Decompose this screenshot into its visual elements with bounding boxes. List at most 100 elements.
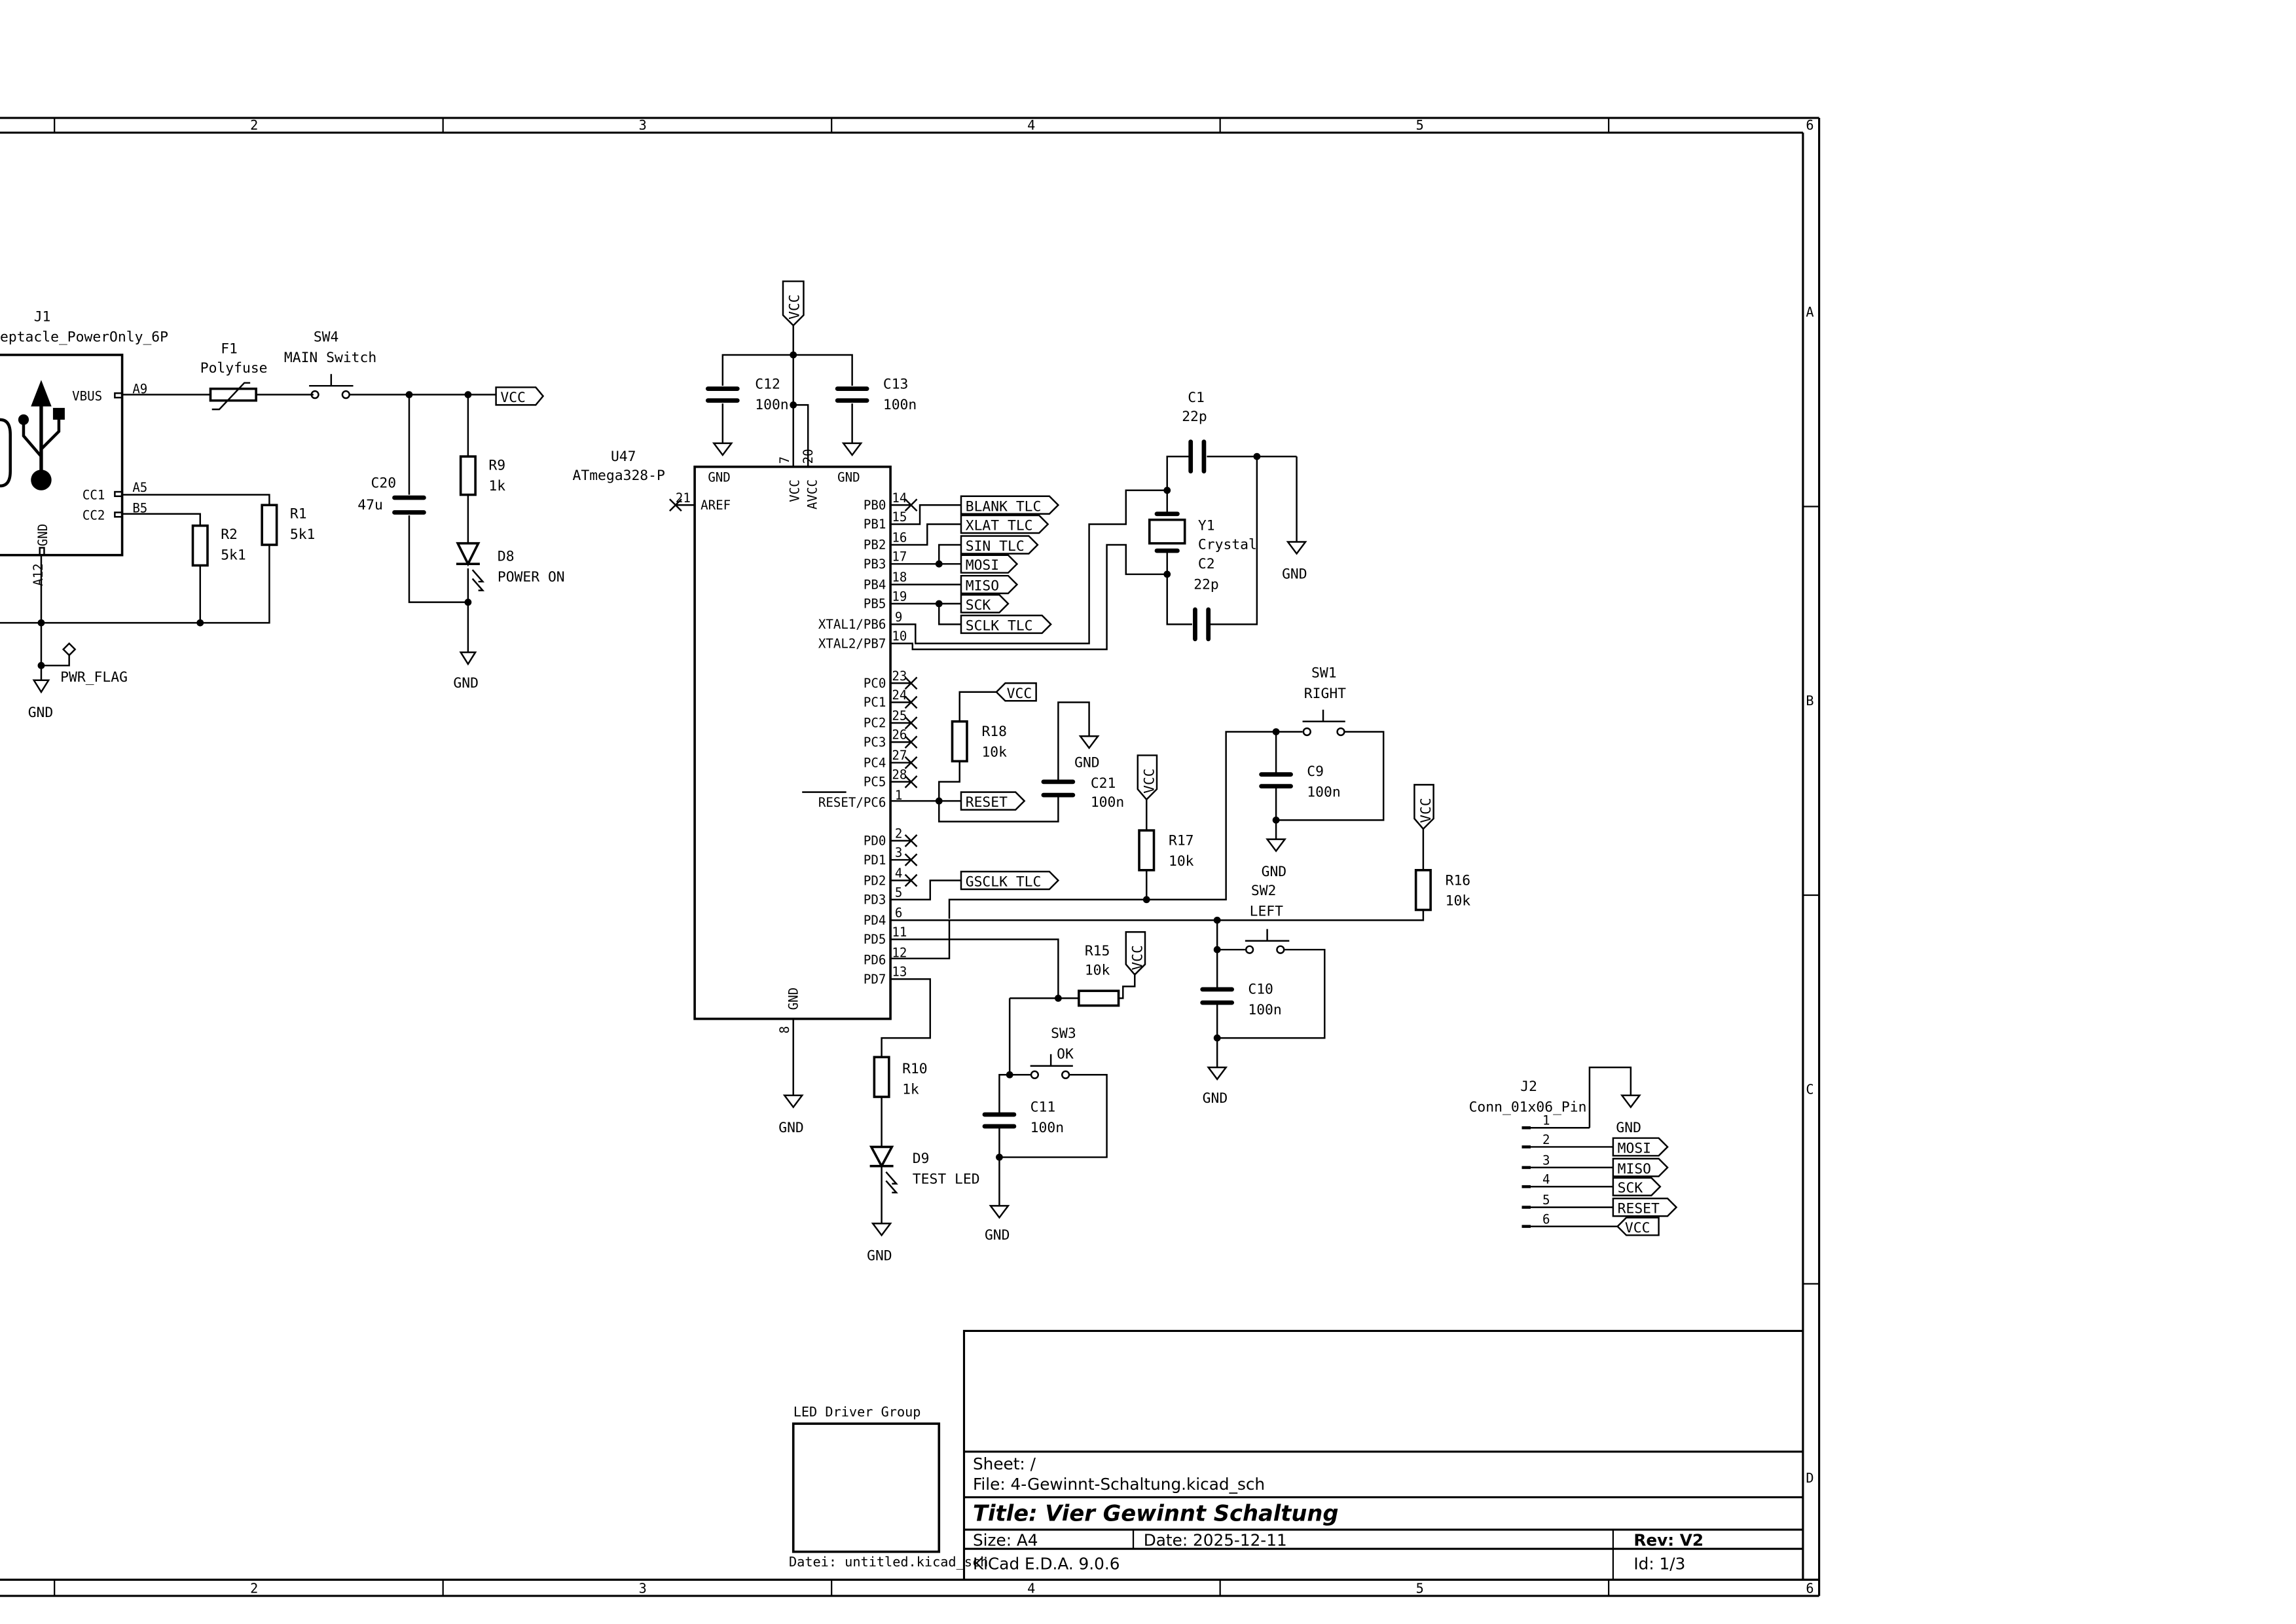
sw1-value: RIGHT	[1304, 686, 1346, 702]
net-label-vcc-j2[interactable]: VCC	[1616, 1217, 1660, 1236]
net-label-vcc-top[interactable]: VCC	[782, 280, 805, 327]
gnd-label: GND	[1262, 864, 1287, 880]
resistor-r17[interactable]: R17 10k	[1138, 829, 1194, 872]
pinnum: 13	[892, 965, 907, 980]
junction	[996, 1153, 1003, 1161]
r2-ref: R2	[221, 526, 238, 543]
net-label-vcc-reset[interactable]: VCC	[995, 682, 1037, 702]
net-label-vcc-r17[interactable]: VCC	[1137, 754, 1158, 801]
resistor-r18[interactable]: R18 10k	[951, 720, 1008, 763]
usb-connector-j1[interactable]: J1 eptacle_PowerOnly_6P VBUS CC1 CC2 GND…	[0, 308, 168, 586]
resistor-r15[interactable]: R15 10k	[1078, 943, 1120, 1007]
d9-value: TEST LED	[913, 1172, 980, 1188]
net-label-sck[interactable]: SCK	[960, 594, 1010, 614]
capacitor-c9[interactable]: C9 100n	[1259, 764, 1341, 800]
mcu-u47[interactable]: U47 ATmega328-P GND GND VCC AVCC 7 20 AR…	[573, 449, 892, 1034]
resistor-r16[interactable]: R16 10k	[1414, 869, 1471, 912]
switch-sw3[interactable]: SW3 OK	[1030, 1025, 1076, 1079]
switch-sw4[interactable]: SW4 MAIN Switch	[284, 329, 376, 399]
net-label-vcc[interactable]: VCC	[495, 386, 545, 406]
u47-pin-gnd-1: GND	[708, 470, 731, 485]
resistor-r10[interactable]: R10 1k	[873, 1056, 928, 1098]
pin-pb2: PB2	[864, 538, 886, 553]
j1-pinnum-b5: B5	[132, 501, 147, 516]
net-label-gsclk-tlc[interactable]: GSCLK_TLC	[960, 870, 1060, 891]
pin-pb1: PB1	[864, 517, 886, 532]
gnd-symbol	[841, 442, 863, 456]
r9-value: 1k	[488, 478, 505, 494]
j1-pinnum-a5: A5	[132, 480, 147, 495]
net-label-reset-j2[interactable]: RESET	[1612, 1197, 1678, 1217]
junction	[464, 391, 472, 399]
capacitor-c10[interactable]: C10 100n	[1200, 982, 1282, 1018]
connector-j2[interactable]: J2 Conn_01x06_Pin 1 2 3 4 5 6	[1469, 1066, 1632, 1228]
capacitor-c11[interactable]: C11 100n	[982, 1099, 1064, 1136]
net-label-sclk-tlc[interactable]: SCLK_TLC	[960, 614, 1052, 634]
switch-sw2[interactable]: SW2 LEFT	[1245, 883, 1290, 954]
title-block-date: Date: 2025-12-11	[1144, 1531, 1287, 1550]
net-label-miso[interactable]: MISO	[960, 574, 1019, 595]
hierarchical-sheet-led-driver[interactable]: LED Driver Group Datei: untitled.kicad_s…	[789, 1404, 988, 1570]
gnd-symbol	[989, 1205, 1010, 1219]
u47-right-pins: PB0 PB1 PB2 PB3 PB4 PB5 XTAL1/PB6 XTAL2/…	[802, 490, 907, 987]
polyfuse-f1[interactable]: F1 Polyfuse	[200, 341, 268, 411]
net-label-text: MISO	[1618, 1161, 1651, 1177]
net-label-mosi[interactable]: MOSI	[960, 554, 1019, 574]
net-label-miso-j2[interactable]: MISO	[1612, 1158, 1669, 1177]
net-label-blank-tlc[interactable]: BLANK_TLC	[960, 495, 1060, 515]
resistor-r1[interactable]: R1 5k1	[261, 504, 315, 546]
f1-value: Polyfuse	[200, 360, 268, 377]
power-flag[interactable]: PWR_FLAG	[60, 642, 128, 686]
capacitor-c2[interactable]: C2 22p	[1193, 556, 1219, 642]
d8-ref: D8	[498, 549, 515, 565]
j2-value: Conn_01x06_Pin	[1469, 1099, 1587, 1115]
resistor-r2[interactable]: R2 5k1	[191, 524, 246, 567]
gnd-label: GND	[28, 705, 54, 721]
net-label-vcc-r15[interactable]: VCC	[1125, 931, 1146, 976]
net-label-text: MOSI	[966, 557, 999, 574]
r16-ref: R16	[1446, 872, 1471, 889]
net-label-reset[interactable]: RESET	[960, 791, 1026, 811]
pinnum: 1	[895, 788, 903, 803]
net-label-vcc-r16[interactable]: VCC	[1413, 784, 1434, 830]
capacitor-c20[interactable]: C20 47u	[357, 475, 426, 515]
c13-ref: C13	[883, 377, 909, 393]
pin-pd5: PD5	[864, 932, 886, 947]
sw3-value: OK	[1057, 1046, 1074, 1063]
frame-col-2: 2	[250, 117, 258, 133]
r15-ref: R15	[1085, 943, 1110, 959]
net-label-xlat-tlc[interactable]: XLAT_TLC	[960, 514, 1049, 534]
crystal-y1[interactable]: Y1 Crystal	[1148, 511, 1257, 553]
j1-pin-cc2: CC2	[82, 508, 105, 523]
j1-value: eptacle_PowerOnly_6P	[0, 329, 168, 346]
sw1-ref: SW1	[1311, 665, 1337, 681]
pin-pd4: PD4	[864, 913, 886, 928]
u47-pinnum-20: 20	[801, 449, 816, 464]
led-d9[interactable]: D9 TEST LED	[869, 1145, 980, 1194]
title-block-title: Title: Vier Gewinnt Schaltung	[973, 1500, 1339, 1526]
net-label-sin-tlc[interactable]: SIN_TLC	[960, 535, 1039, 555]
c9-value: 100n	[1307, 784, 1340, 800]
resistor-r9[interactable]: R9 1k	[459, 455, 506, 496]
net-label-sck-j2[interactable]: SCK	[1612, 1177, 1662, 1196]
j1-pin-vbus: VBUS	[72, 389, 102, 404]
pin-pb4: PB4	[864, 577, 886, 592]
wires-ok-button	[890, 920, 1136, 1206]
wires-right-button	[948, 731, 1385, 919]
led-d8[interactable]: D8 POWER ON	[456, 542, 565, 591]
gnd-label: GND	[453, 675, 479, 692]
junction	[1213, 946, 1221, 953]
f1-ref: F1	[221, 341, 238, 358]
capacitor-c21[interactable]: C21 100n	[1041, 775, 1124, 811]
capacitor-c12[interactable]: C12 100n	[705, 377, 789, 413]
j2-ref: J2	[1520, 1079, 1537, 1095]
switch-sw1[interactable]: SW1 RIGHT	[1302, 665, 1347, 737]
net-label-mosi-j2[interactable]: MOSI	[1612, 1137, 1669, 1156]
y1-ref: Y1	[1198, 517, 1215, 534]
u47-pin-aref: AREF	[701, 498, 731, 513]
u47-pin-gnd-2: GND	[837, 470, 860, 485]
pinnum: 15	[892, 509, 907, 525]
capacitor-c1[interactable]: C1 22p	[1182, 390, 1207, 473]
capacitor-c13[interactable]: C13 100n	[835, 377, 917, 413]
